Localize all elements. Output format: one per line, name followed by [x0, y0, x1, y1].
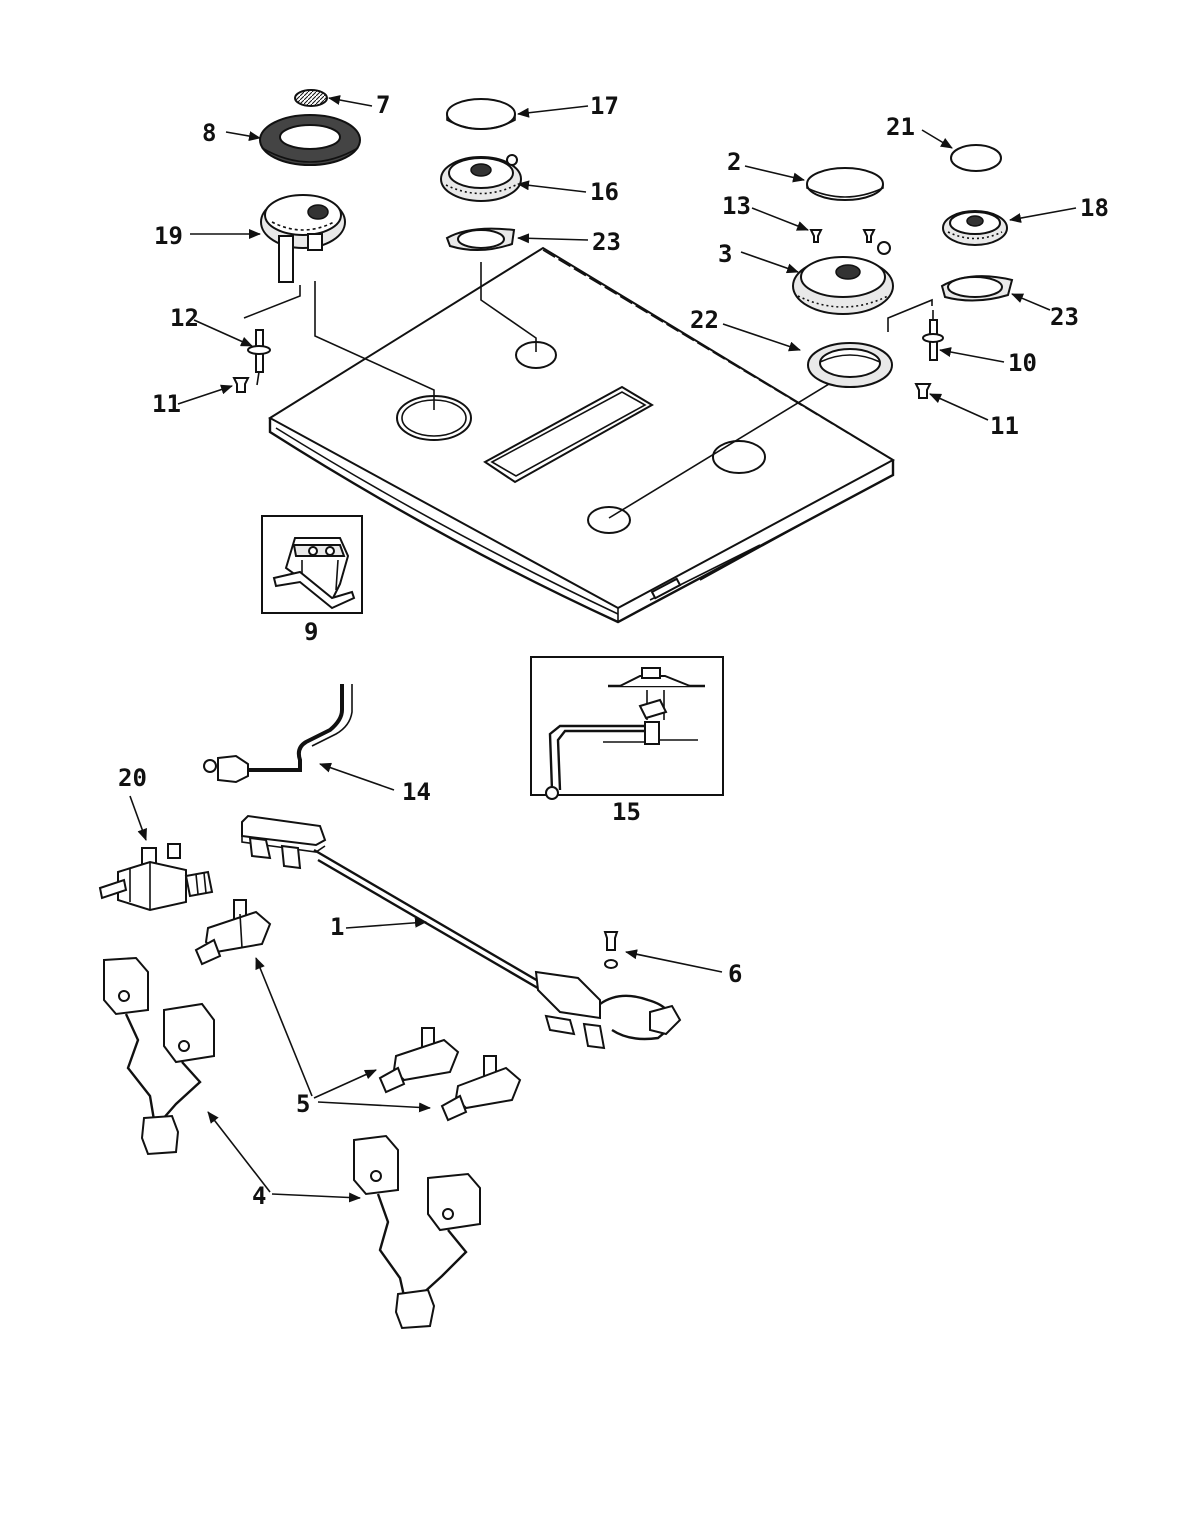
label-part-19: 19 — [154, 222, 183, 250]
label-part-16: 16 — [590, 178, 619, 206]
cooktop-panel — [268, 246, 896, 624]
part-23-gasket-right — [940, 275, 1014, 302]
label-part-9: 9 — [304, 618, 318, 646]
part-11-screw-left — [232, 377, 250, 393]
part-11-screw-right — [914, 383, 932, 399]
part-23-gasket-left — [445, 227, 516, 252]
part-22-gasket — [807, 342, 893, 388]
part-12-electrode — [247, 329, 271, 386]
burner-hole-right-front — [587, 506, 631, 534]
part-20-valve — [98, 843, 214, 912]
label-part-12: 12 — [170, 304, 199, 332]
part-15-box — [530, 656, 724, 800]
label-part-5: 5 — [296, 1090, 310, 1118]
label-part-17: 17 — [590, 92, 619, 120]
label-part-14: 14 — [402, 778, 431, 806]
part-17-cap — [446, 98, 516, 130]
label-part-15: 15 — [612, 798, 641, 826]
part-18-burner-head — [942, 210, 1008, 246]
burner-hole-right-rear — [712, 440, 766, 474]
part-10-electrode — [922, 310, 944, 361]
part-2-cap — [806, 167, 884, 201]
label-part-2: 2 — [727, 148, 741, 176]
callout-arrows — [129, 95, 1077, 1203]
part-8-ring — [259, 114, 361, 166]
part-1-manifold — [241, 814, 682, 1050]
leader-lines — [243, 262, 933, 519]
part-13-screws — [809, 229, 876, 243]
part-9-box — [261, 515, 363, 614]
part-5-valve-b — [378, 1027, 460, 1094]
part-7-cap — [294, 89, 328, 107]
label-part-6: 6 — [728, 960, 742, 988]
part-16-burner-head — [440, 154, 522, 202]
part-5-valve-a — [194, 899, 272, 966]
label-part-3: 3 — [718, 240, 732, 268]
label-part-10: 10 — [1008, 349, 1037, 377]
label-part-18: 18 — [1080, 194, 1109, 222]
part-6-screw — [603, 931, 619, 969]
part-4-switch-right — [353, 1134, 481, 1330]
label-part-21: 21 — [886, 113, 915, 141]
label-part-11-right: 11 — [990, 412, 1019, 440]
part-labels: 7 8 19 17 16 23 21 2 13 18 3 23 22 10 11… — [118, 91, 1109, 1210]
label-part-11-left: 11 — [152, 390, 181, 418]
part-14-tube — [203, 684, 353, 784]
label-part-23-left: 23 — [592, 228, 621, 256]
label-part-23-right: 23 — [1050, 303, 1079, 331]
label-part-13: 13 — [722, 192, 751, 220]
part-19-burner — [260, 194, 346, 283]
label-part-22: 22 — [690, 306, 719, 334]
label-part-7: 7 — [376, 91, 390, 119]
label-part-1: 1 — [330, 913, 344, 941]
part-21-cap — [950, 144, 1002, 172]
part-3-burner-head — [792, 241, 894, 315]
part-4-switch-left — [103, 956, 215, 1156]
label-part-4: 4 — [252, 1182, 266, 1210]
label-part-20: 20 — [118, 764, 147, 792]
part-5-valve-c — [440, 1055, 522, 1122]
label-part-8: 8 — [202, 119, 216, 147]
